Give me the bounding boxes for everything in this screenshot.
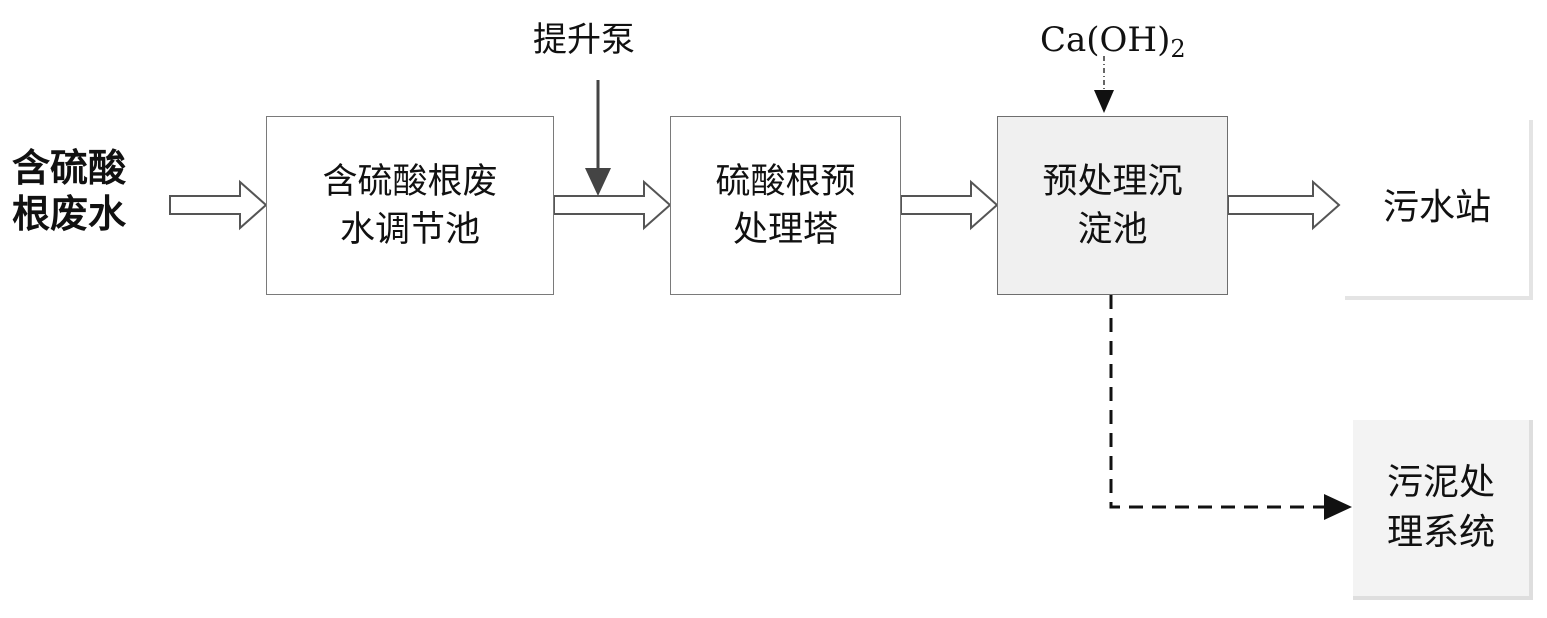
input-wastewater-label: 含硫酸 根废水 xyxy=(12,145,162,237)
sedimentation-tank-label-line2: 淀池 xyxy=(1077,209,1148,250)
sludge-dashed-line xyxy=(1109,295,1328,509)
sludge-treatment-label-line2: 理系统 xyxy=(1386,512,1495,553)
equalization-tank-box: 含硫酸根废 水调节池 xyxy=(266,116,554,295)
sludge-arrow-head xyxy=(1324,494,1352,520)
reagent-label: Ca(OH)2 xyxy=(1040,20,1186,69)
flow-arrow-tower-to-sediment xyxy=(900,179,999,231)
pretreatment-tower-label-line2: 处理塔 xyxy=(732,209,838,250)
sludge-treatment-label-line1: 污泥处 xyxy=(1386,462,1495,503)
equalization-tank-label-line2: 水调节池 xyxy=(339,209,480,250)
pump-arrow-head xyxy=(585,168,611,196)
reagent-subscript: 2 xyxy=(1170,35,1186,63)
flow-arrow-sediment-to-station xyxy=(1227,179,1341,231)
reagent-arrow-head xyxy=(1094,90,1114,113)
flow-arrow-input-to-equalization xyxy=(169,179,268,231)
lift-pump-label: 提升泵 xyxy=(533,20,635,60)
pretreatment-tower-box: 硫酸根预 处理塔 xyxy=(670,116,901,295)
flow-arrow-equalization-to-tower xyxy=(553,179,672,231)
sewage-station-box: 污水站 xyxy=(1345,120,1533,300)
sewage-station-label: 污水站 xyxy=(1382,187,1491,228)
sedimentation-tank-box: 预处理沉 淀池 xyxy=(997,116,1228,295)
input-label-line2: 根废水 xyxy=(12,192,127,236)
input-label-line1: 含硫酸 xyxy=(12,146,127,190)
pretreatment-tower-label-line1: 硫酸根预 xyxy=(715,161,856,202)
sedimentation-tank-label-line1: 预处理沉 xyxy=(1042,161,1183,202)
sludge-treatment-box: 污泥处 理系统 xyxy=(1353,420,1533,600)
reagent-formula: Ca(OH) xyxy=(1040,20,1171,60)
equalization-tank-label-line1: 含硫酸根废 xyxy=(322,161,498,202)
